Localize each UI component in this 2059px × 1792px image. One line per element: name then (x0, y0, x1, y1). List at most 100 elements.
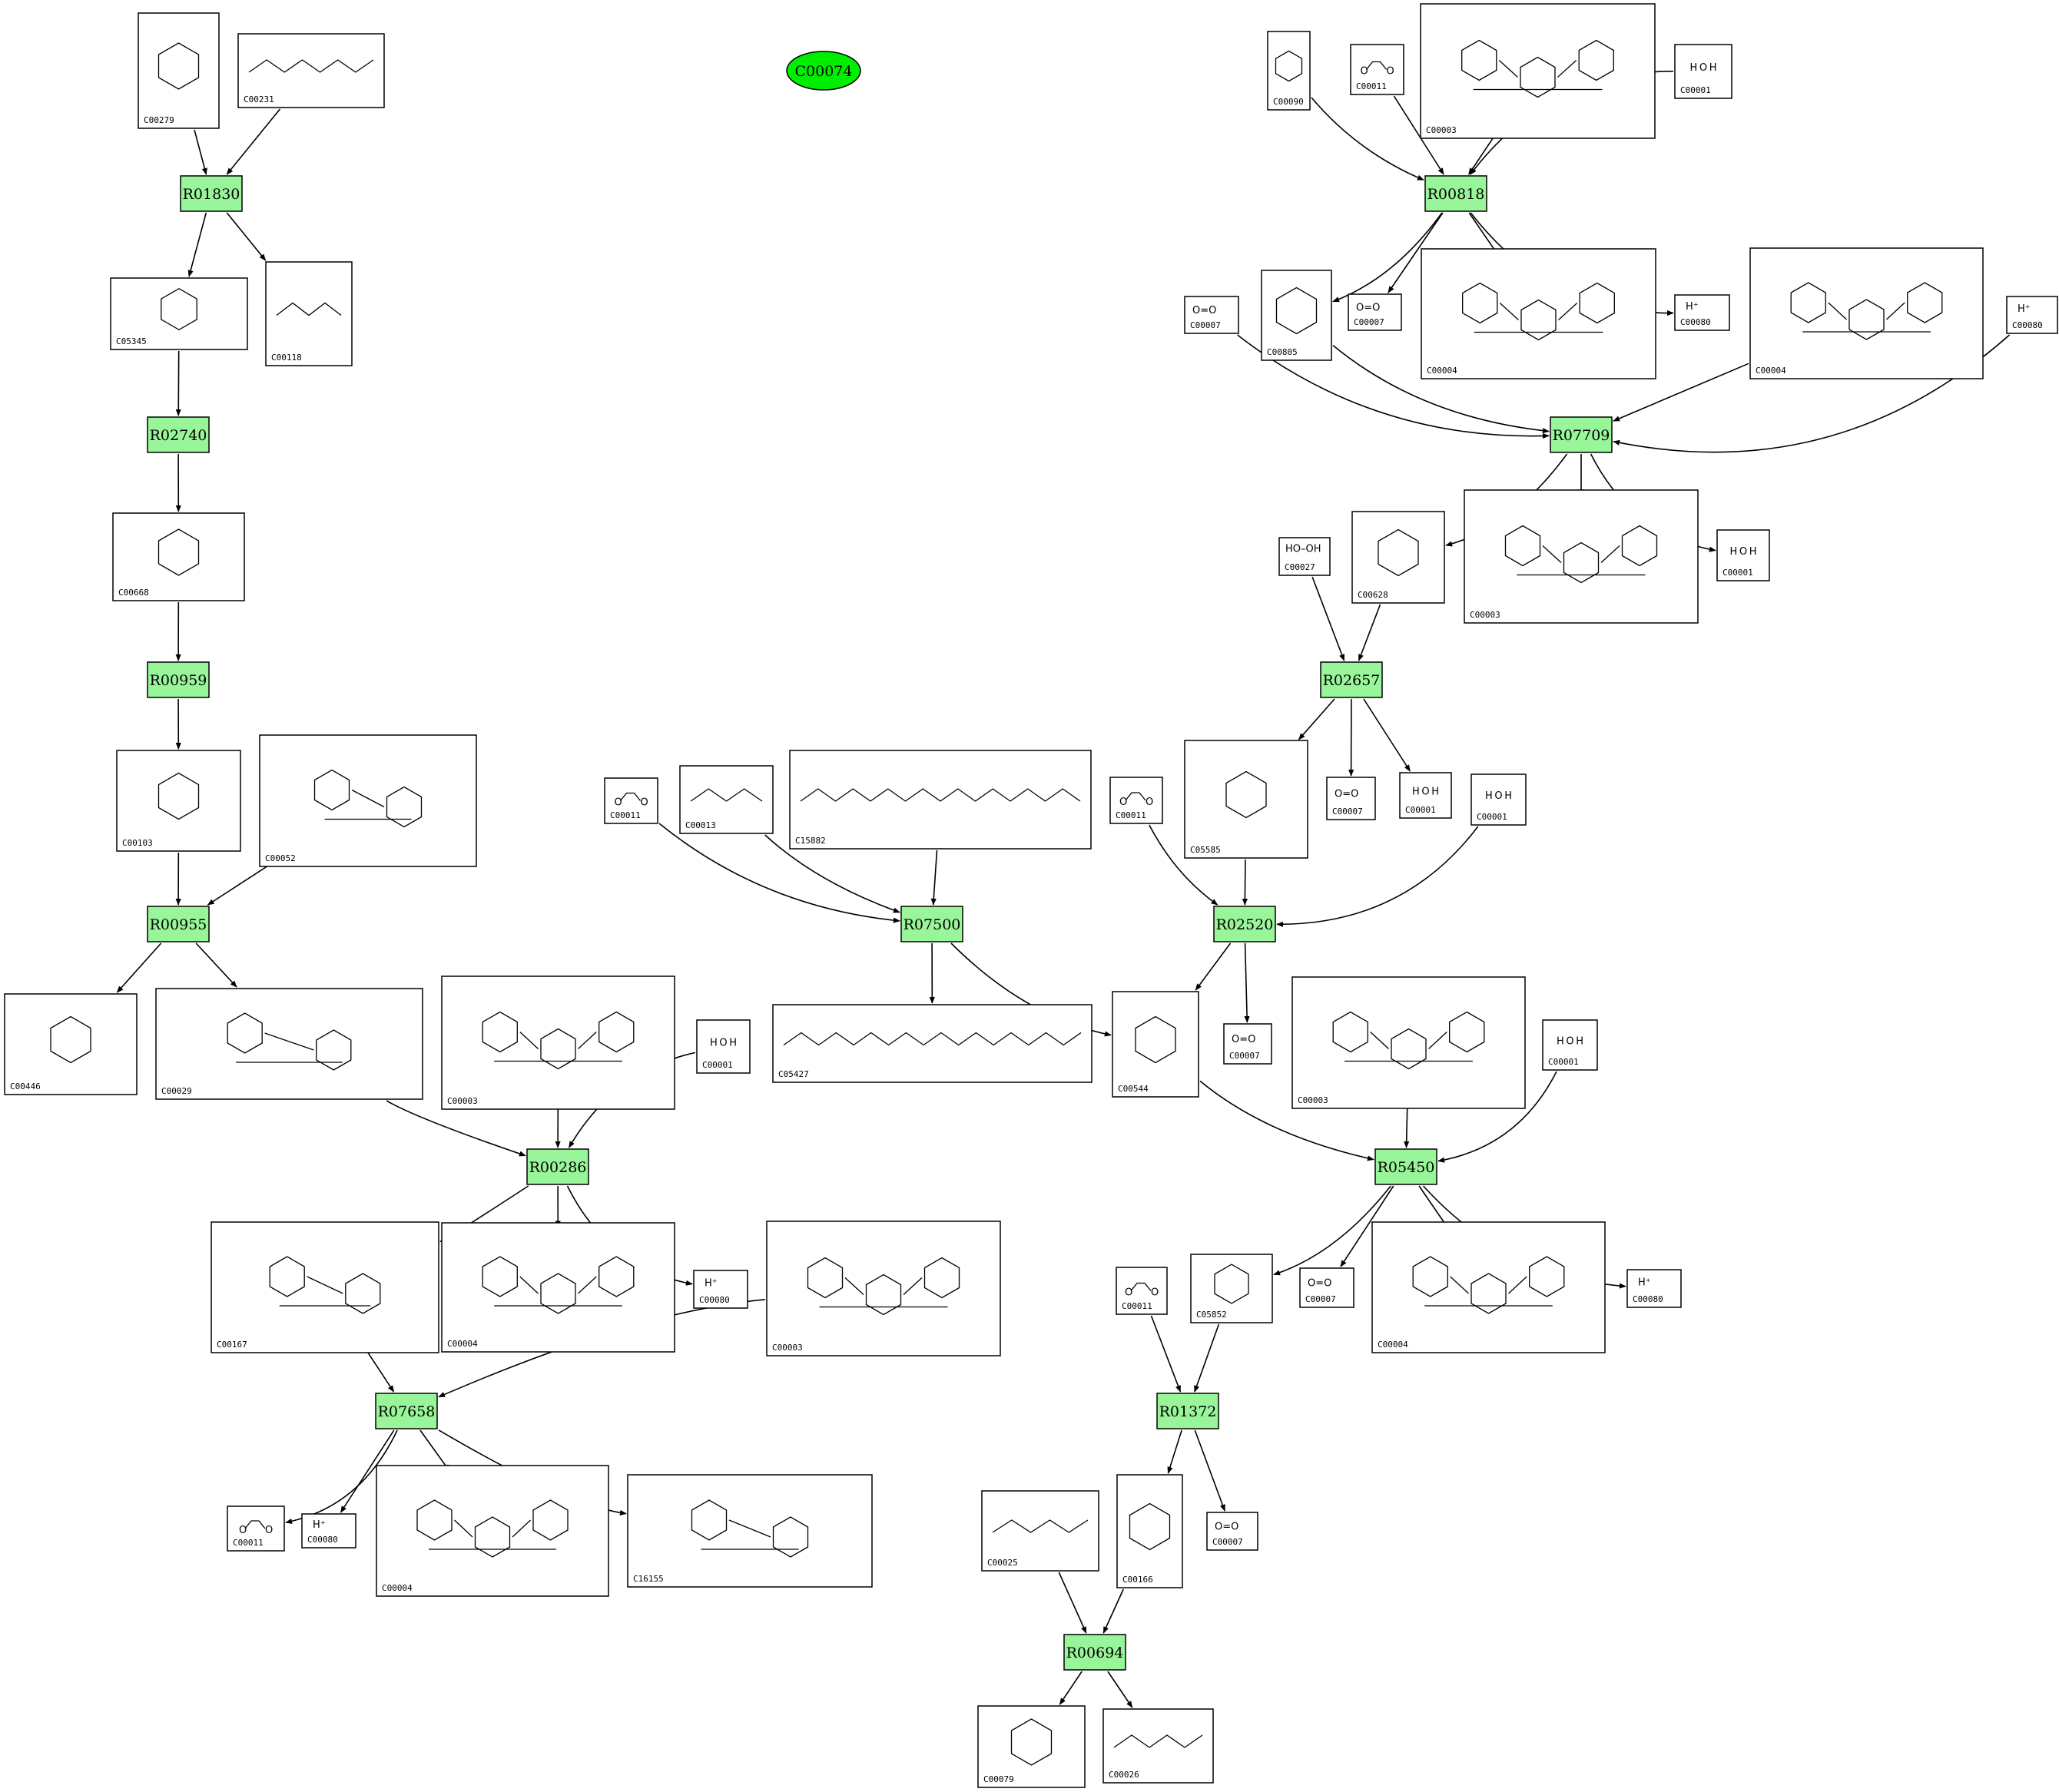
compound-node[interactable]: C00446 (4, 993, 138, 1095)
structure-icon: H⁺ (2018, 303, 2031, 315)
reaction-node[interactable]: R00694 (1063, 1634, 1126, 1671)
reaction-label: R05450 (1378, 1159, 1435, 1176)
reaction-node[interactable]: R07500 (900, 906, 963, 942)
compound-box (1184, 740, 1308, 859)
compound-node[interactable]: C00003 (1464, 489, 1699, 624)
compound-node[interactable]: C00118 (265, 261, 353, 366)
compound-node[interactable]: C00231 (237, 33, 385, 108)
compound-node[interactable]: C00003 (441, 975, 675, 1110)
compound-box (376, 1465, 609, 1597)
compound-box (693, 1270, 748, 1309)
reaction-node[interactable]: R00959 (147, 661, 210, 698)
compound-node[interactable]: C00003 (766, 1221, 1001, 1356)
compound-id: C00001 (702, 1060, 733, 1070)
compound-node[interactable]: H⁺C00080 (693, 1270, 748, 1309)
structure-icon: H O H (1485, 790, 1512, 802)
compound-node[interactable]: H⁺C00080 (301, 1513, 356, 1549)
compound-id: C00166 (1122, 1575, 1153, 1585)
compound-node[interactable]: C00013 (679, 765, 774, 834)
compound-node[interactable]: C00805 (1261, 270, 1332, 361)
compound-node[interactable]: H O H C00001 (1399, 772, 1452, 819)
compound-node[interactable]: C00004 (441, 1222, 675, 1353)
compound-node[interactable]: C00004 (376, 1465, 609, 1597)
compound-node[interactable]: C00103 (116, 750, 241, 852)
compound-id: C00001 (1405, 805, 1436, 815)
compound-node[interactable]: C00026 (1102, 1708, 1214, 1784)
reaction-node[interactable]: R00955 (147, 906, 210, 942)
svg-text:O=O: O=O (1192, 305, 1216, 316)
compound-node[interactable]: C00279 (138, 12, 220, 129)
compound-node[interactable]: C00628 (1351, 511, 1445, 604)
reaction-edge (386, 1100, 526, 1157)
reaction-node[interactable]: R01830 (180, 175, 243, 212)
compound-node[interactable]: C00090 (1267, 31, 1311, 111)
compound-node[interactable]: C15882 (789, 750, 1092, 850)
compound-node[interactable]: C00544 (1112, 991, 1199, 1098)
reaction-node[interactable]: R00818 (1424, 175, 1487, 212)
compound-node[interactable]: C05852 (1190, 1254, 1273, 1323)
compound-node[interactable]: C00079 (977, 1705, 1086, 1788)
reaction-box (375, 1393, 438, 1429)
reaction-edge (1388, 212, 1444, 293)
structure-icon (313, 769, 423, 828)
compound-node[interactable]: C00004 (1371, 1221, 1606, 1353)
structure-icon: H⁺ (705, 1278, 718, 1290)
compound-node[interactable]: C00004 (1749, 247, 1984, 379)
structure-icon: H O H (1730, 546, 1757, 558)
reaction-node[interactable]: R02657 (1320, 661, 1383, 698)
root-compound[interactable]: C00074 (786, 51, 861, 91)
compound-node[interactable]: C00167 (211, 1221, 439, 1353)
compound-node[interactable]: C00668 (112, 512, 245, 601)
reaction-node[interactable]: R07658 (375, 1393, 438, 1429)
structure-icon (1214, 1264, 1249, 1304)
compound-id: C00004 (1756, 366, 1786, 376)
compound-node[interactable]: H⁺C00080 (1674, 294, 1730, 331)
compound-node[interactable]: H⁺C00080 (2006, 296, 2058, 334)
compound-node[interactable]: C00166 (1116, 1474, 1183, 1588)
compound-node[interactable]: C00029 (155, 988, 423, 1100)
compound-node[interactable]: H⁺C00080 (1626, 1269, 1682, 1308)
compound-node[interactable]: C00003 (1291, 976, 1526, 1109)
svg-text:O=O: O=O (1356, 303, 1380, 314)
reaction-box (1156, 1393, 1219, 1429)
structure-icon: H O H (1412, 787, 1439, 798)
compound-box (696, 1019, 751, 1074)
compound-node[interactable]: C05585 (1184, 740, 1308, 859)
compound-id: C05585 (1190, 845, 1221, 855)
compound-node[interactable]: C05427 (772, 1004, 1092, 1083)
compound-node[interactable]: C05345 (110, 277, 248, 350)
reaction-node[interactable]: R01372 (1156, 1393, 1219, 1429)
compound-node[interactable]: C00025 (981, 1490, 1099, 1572)
structure-icon: O=O (1335, 789, 1358, 800)
compound-node[interactable]: C00052 (259, 734, 477, 867)
compound-node[interactable]: C16155 (627, 1474, 873, 1588)
reaction-node[interactable]: R02520 (1213, 906, 1276, 942)
compound-box (1190, 1254, 1273, 1323)
compound-node[interactable]: C00003 (1420, 3, 1656, 139)
reaction-node[interactable]: R02740 (147, 416, 210, 453)
reaction-label: R02657 (1323, 672, 1381, 689)
reaction-node[interactable]: R07709 (1550, 416, 1613, 453)
reaction-node[interactable]: R00286 (526, 1148, 589, 1185)
structure-icon (482, 1011, 635, 1070)
compound-box (441, 975, 675, 1110)
compound-node[interactable]: C00004 (1421, 248, 1656, 379)
reaction-node[interactable]: R05450 (1374, 1148, 1437, 1185)
